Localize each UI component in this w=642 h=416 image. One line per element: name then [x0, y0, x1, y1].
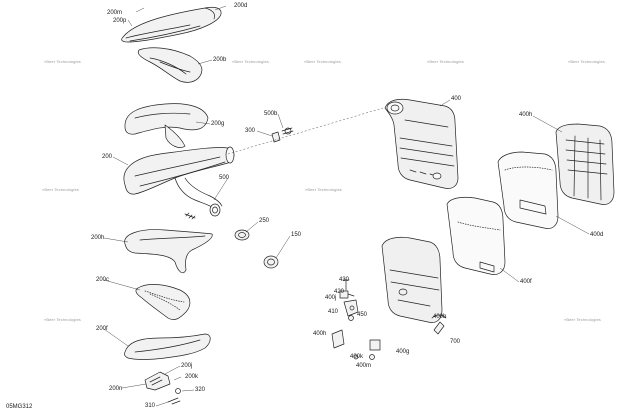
watermark: «Beer Technologies — [42, 187, 79, 192]
part-400h-outer-cover — [555, 123, 615, 205]
part-200-pipe-assembly — [123, 146, 235, 220]
label-400j: 400j — [325, 295, 337, 301]
part-250-gasket — [234, 229, 250, 241]
label-300: 300 — [245, 128, 256, 134]
part-400m-nut — [353, 354, 375, 360]
label-500: 500 — [219, 175, 230, 181]
label-400b: 400b — [433, 314, 447, 320]
watermark: «Beer Technologies — [44, 317, 81, 322]
label-430: 430 — [339, 277, 350, 283]
part-400b-inner-panel — [381, 236, 443, 323]
watermark: «Beer Technologies — [427, 59, 464, 64]
exhaust-flow-axis — [227, 107, 384, 155]
label-200b: 200b — [213, 57, 227, 63]
part-200c-shield — [135, 284, 191, 320]
label-250: 250 — [259, 218, 270, 224]
watermark: «Beer Technologies — [232, 59, 269, 64]
label-200p: 200p — [113, 18, 127, 24]
label-200d: 200d — [234, 3, 248, 9]
part-200d-shield — [121, 6, 222, 43]
watermark: «Beer Technologies — [564, 317, 601, 322]
part-200f-shield — [124, 333, 211, 360]
label-200h: 200h — [91, 235, 105, 241]
label-400k: 400k — [350, 354, 364, 360]
watermark: «Beer Technologies — [568, 59, 605, 64]
part-420-mount — [339, 290, 355, 299]
label-200: 200 — [102, 154, 113, 160]
part-430-bolt — [342, 279, 350, 291]
label-700: 700 — [450, 339, 461, 345]
label-200k: 200k — [185, 374, 199, 380]
label-200c: 200c — [96, 277, 110, 283]
leader-lines — [103, 5, 590, 407]
label-500b: 500b — [264, 111, 278, 117]
label-200n: 200n — [109, 386, 123, 392]
label-420: 420 — [334, 289, 345, 295]
label-410: 410 — [328, 309, 339, 315]
label-400: 400 — [451, 96, 462, 102]
part-400e-plate — [369, 339, 381, 351]
label-200g: 200g — [211, 121, 225, 127]
diagram-code: 05MG312 — [6, 404, 33, 410]
part-700-sensor — [431, 314, 447, 335]
label-400h: 400h — [313, 331, 327, 337]
label-320: 320 — [195, 387, 206, 393]
part-150-gasket — [263, 255, 279, 269]
label-200m: 200m — [107, 10, 123, 16]
watermark: «Beer Technologies — [305, 187, 342, 192]
watermark: «Beer Technologies — [44, 59, 81, 64]
part-400d-cover-panel — [497, 151, 559, 229]
label-400f: 400f — [520, 279, 532, 285]
watermark: «Beer Technologies — [304, 59, 341, 64]
part-400f-panel — [446, 196, 506, 275]
part-400-muffler — [384, 98, 459, 189]
part-400j-bracket — [343, 299, 359, 317]
label-310: 310 — [145, 403, 156, 409]
label-400h-cover: 400h — [519, 112, 533, 118]
label-150: 150 — [291, 232, 302, 238]
part-300-clamp — [271, 127, 294, 143]
part-200k-bracket — [144, 371, 181, 405]
part-200g-shield — [124, 103, 209, 148]
label-400g: 400g — [396, 349, 410, 355]
label-400d: 400d — [590, 232, 604, 238]
part-400h-bracket-small — [331, 329, 345, 349]
label-200f: 200f — [96, 326, 108, 332]
part-200b-shield — [137, 47, 203, 83]
label-200j: 200j — [181, 363, 193, 369]
label-400m: 400m — [356, 363, 372, 369]
label-450: 450 — [357, 312, 368, 318]
part-410-nut — [348, 315, 354, 321]
part-200h-shield — [124, 229, 213, 274]
